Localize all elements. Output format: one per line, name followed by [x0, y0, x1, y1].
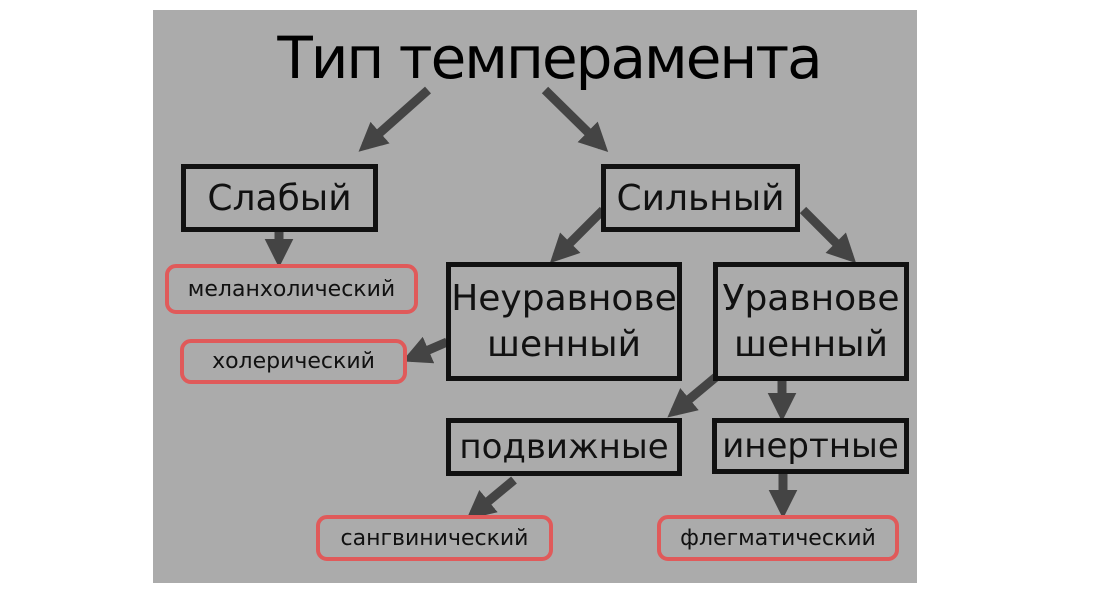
box-balanced-line-1: Уравнове — [722, 277, 900, 319]
arrow-mobile-to-sanguine — [466, 476, 517, 520]
outcome-phlegmatic: флегматический — [657, 515, 899, 561]
box-unbalanced-line-2: шенный — [487, 323, 641, 365]
arrow-balanced-to-mobile — [667, 373, 719, 418]
box-weak: Слабый — [181, 164, 378, 232]
arrow-title-to-weak — [358, 86, 431, 152]
box-inert: инертные — [712, 418, 909, 474]
diagram-title: Тип темперамента — [277, 24, 822, 92]
box-balanced: Уравнове шенный — [713, 262, 909, 381]
box-strong: Сильный — [601, 164, 800, 232]
arrow-title-to-strong — [541, 86, 609, 153]
arrow-strong-to-balanced — [799, 206, 857, 264]
arrow-strong-to-unbalanced — [549, 206, 607, 264]
outcome-sanguine: сангвинический — [316, 515, 553, 561]
outcome-choleric: холерический — [180, 339, 407, 384]
arrow-unbalanced-to-choleric — [402, 336, 449, 364]
box-unbalanced-line-1: Неуравнове — [451, 277, 677, 319]
outcome-melancholic: меланхолический — [165, 264, 418, 314]
box-unbalanced: Неуравнове шенный — [446, 262, 682, 381]
box-balanced-line-2: шенный — [734, 323, 888, 365]
box-mobile: подвижные — [446, 418, 682, 476]
